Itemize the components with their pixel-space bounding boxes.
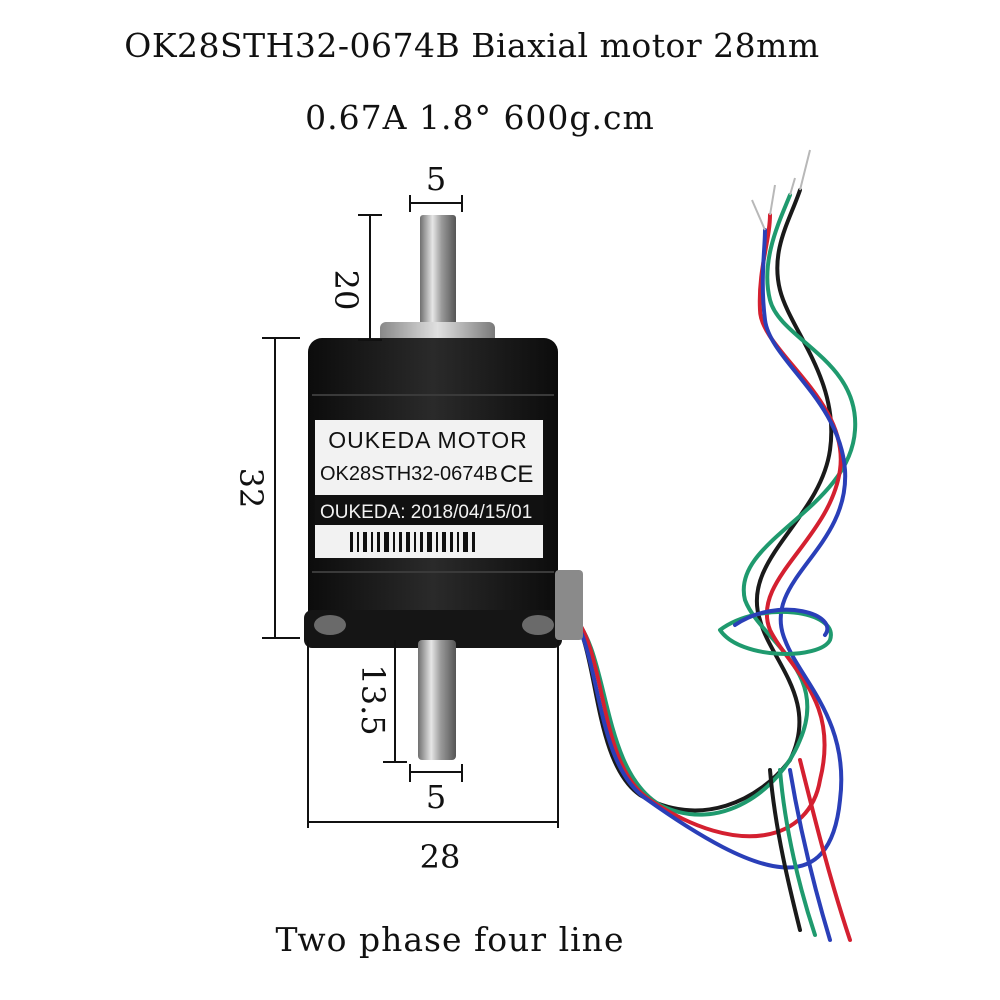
dim-body-width: 28 <box>420 838 461 876</box>
label-brand: OUKEDA MOTOR <box>328 427 527 453</box>
wire-connector <box>555 570 583 640</box>
bottom-shaft <box>418 640 456 760</box>
label-ce-mark: CE <box>500 461 533 488</box>
wire-tail-green <box>778 768 817 937</box>
caption: Two phase four line <box>275 920 625 959</box>
dim-body-height: 32 <box>232 468 270 509</box>
label-date-line: OUKEDA: 2018/04/15/01 <box>320 502 532 523</box>
dim-shaft-diameter-bottom: 5 <box>426 778 446 816</box>
title-line-2: 0.67A 1.8° 600g.cm <box>305 98 655 137</box>
dimension-lines <box>262 195 559 828</box>
motor-wires <box>564 188 858 942</box>
label-model: OK28STH32-0674B <box>320 463 498 485</box>
top-shaft <box>420 215 456 340</box>
wire-blue <box>564 228 848 870</box>
wire-copper-ends <box>751 149 811 231</box>
motor-label-sticker: OUKEDA MOTOR OK28STH32-0674B CE OUKEDA: … <box>315 420 543 558</box>
wire-tail-black <box>768 768 802 932</box>
wire-loop-green <box>718 609 833 656</box>
wire-tail-blue <box>788 768 832 942</box>
dim-shaft-length-bottom: 13.5 <box>354 664 392 735</box>
label-barcode <box>350 532 475 552</box>
wire-tail-red <box>798 758 852 942</box>
dim-shaft-length-top: 20 <box>327 270 365 311</box>
dim-shaft-diameter-top: 5 <box>426 160 446 198</box>
title-line-1: OK28STH32-0674B Biaxial motor 28mm <box>124 26 820 65</box>
wire-loop-blue <box>733 607 830 637</box>
wire-green <box>570 193 858 817</box>
